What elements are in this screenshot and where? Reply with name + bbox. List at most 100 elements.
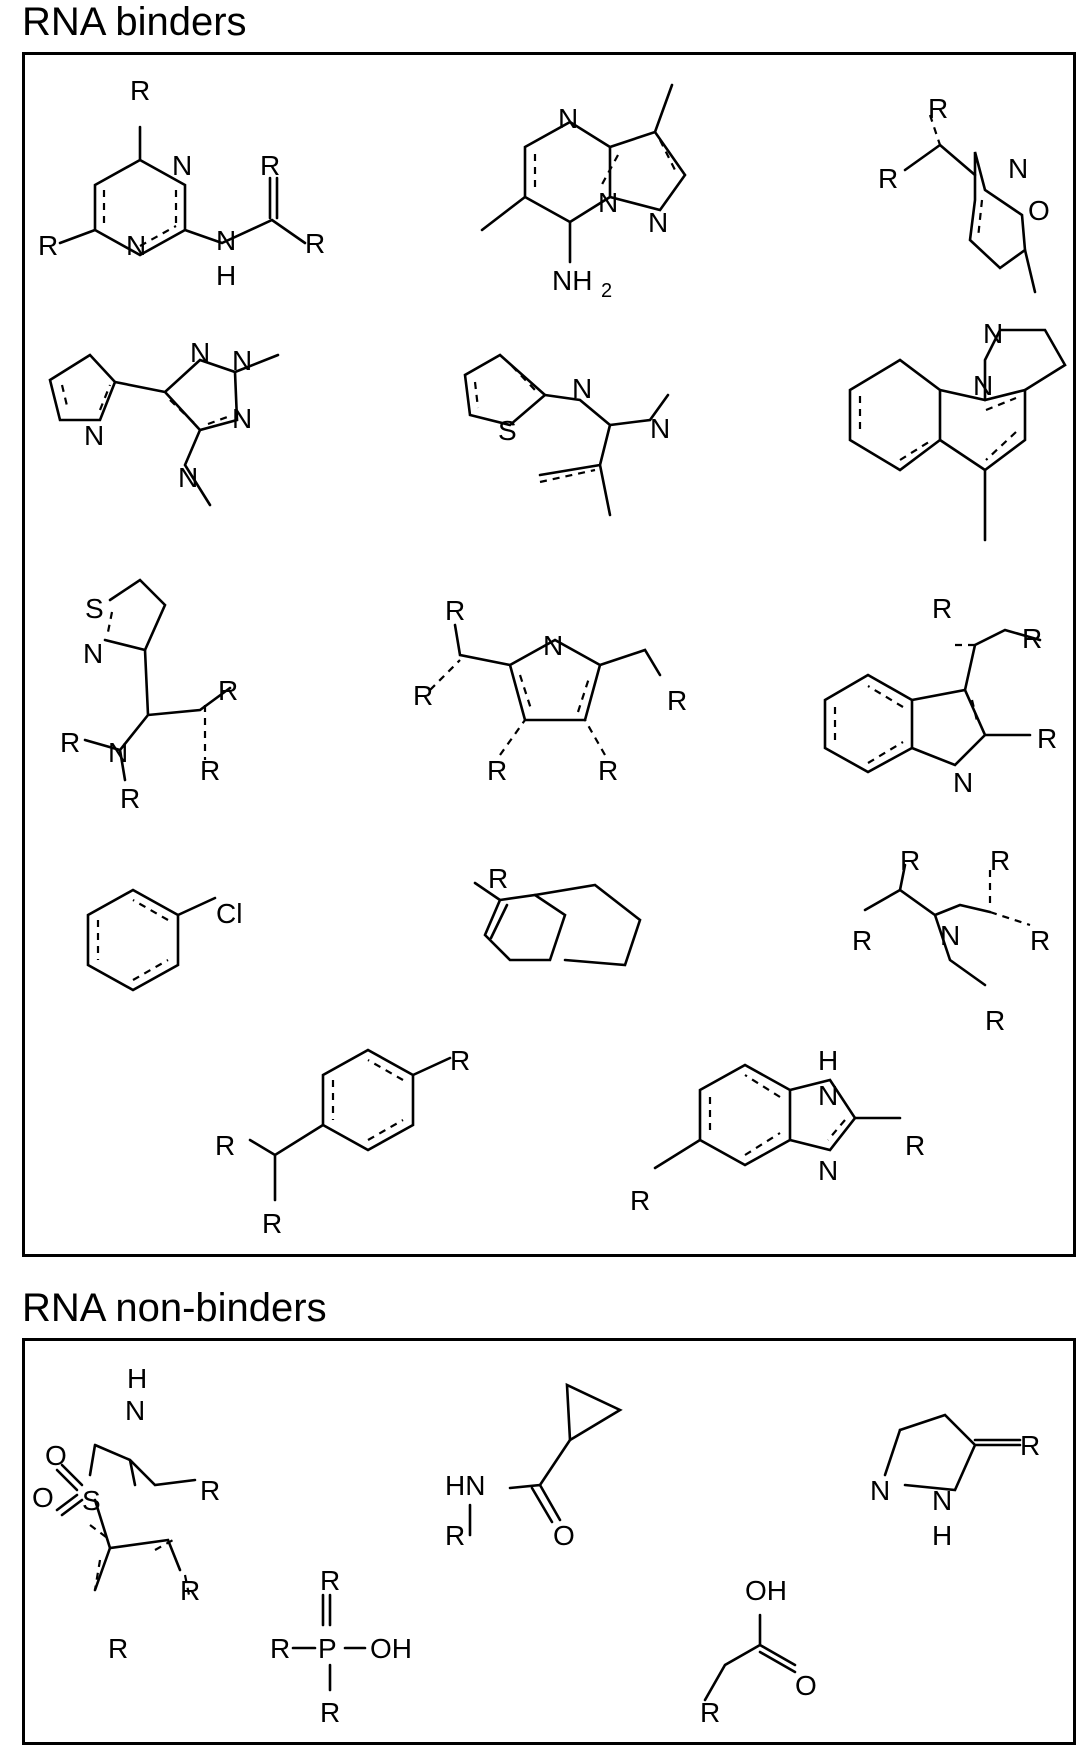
n-label: N (83, 638, 103, 669)
n-label: N (650, 413, 670, 444)
nonbinders-panel (22, 1338, 1076, 1745)
o-label: O (32, 1482, 54, 1513)
r-label: R (445, 595, 465, 626)
r-label: R (320, 1697, 340, 1728)
n-label: N (543, 630, 563, 661)
r-label: R (598, 755, 618, 786)
n-label: N (973, 370, 993, 401)
r-label: R (38, 230, 58, 261)
structure-benzylic: R R R (215, 1045, 470, 1239)
n-label: N (953, 767, 973, 798)
structure-benzimidazole: H N R N R (630, 1045, 925, 1216)
structure-cyclopropyl-amide: HN R O (445, 1382, 623, 1551)
n-label: N (190, 337, 210, 368)
r-label: R (990, 845, 1010, 876)
r-label: R (630, 1185, 650, 1216)
structure-pyrazolone: N N H R (870, 1413, 1040, 1551)
r-label: R (700, 1697, 720, 1728)
nh2-label: NH (552, 265, 592, 296)
r-label: R (200, 755, 220, 786)
r-label: R (932, 593, 952, 624)
r-label: R (852, 925, 872, 956)
n-label: N (125, 1395, 145, 1426)
r-label: R (200, 1475, 220, 1506)
s-label: S (498, 415, 517, 446)
n-label: N (126, 230, 146, 261)
structure-substituted-indole: R R R N (823, 593, 1057, 798)
structure-chlorobenzene: Cl (86, 888, 242, 992)
p-label: P (318, 1633, 337, 1664)
structure-isothiazole-amine: S N R N R R R (60, 578, 238, 814)
r-label: R (120, 783, 140, 814)
structure-bicyclic-alkene: R (473, 863, 642, 967)
cl-label: Cl (216, 898, 242, 929)
o-label: O (45, 1440, 67, 1471)
nonbinders-title: RNA non-binders (22, 1286, 327, 1330)
structure-pyrrolyl-triazole: N N N N N (48, 337, 280, 507)
r-label: R (413, 680, 433, 711)
structure-thiophene-amidine: S N N (463, 353, 670, 517)
structure-aminopyrimidine: R N N R N H R R (38, 75, 325, 291)
r-label: R (488, 863, 508, 894)
h-label: H (932, 1520, 952, 1551)
r-label: R (180, 1575, 200, 1606)
oh-label: OH (370, 1633, 412, 1664)
structure-pyrazolopyrimidine: N N N NH 2 (480, 83, 687, 302)
o-label: O (553, 1520, 575, 1551)
n-label: N (818, 1155, 838, 1186)
o-label: O (1028, 195, 1050, 226)
structure-carboxylic-acid: OH O R (700, 1575, 817, 1728)
structure-isoxazole: R R N O (878, 93, 1050, 294)
r-label: R (108, 1633, 128, 1664)
r-label: R (305, 228, 325, 259)
r-label: R (445, 1520, 465, 1551)
r-label: R (487, 755, 507, 786)
r-label: R (270, 1633, 290, 1664)
binders-panel (22, 52, 1076, 1257)
n-label: N (932, 1485, 952, 1516)
r-label: R (218, 675, 238, 706)
r-label: R (260, 150, 280, 181)
n-label: N (940, 920, 960, 951)
n-label: N (178, 462, 198, 493)
r-label: R (667, 685, 687, 716)
r-label: R (450, 1045, 470, 1076)
subscript-2: 2 (601, 280, 612, 302)
binders-title: RNA binders (22, 0, 247, 44)
structure-phosphinic-acid: R R P OH R (270, 1565, 412, 1728)
structure-pyrazoloquinoline: N N (848, 318, 1067, 542)
r-label: R (878, 163, 898, 194)
r-label: R (320, 1565, 340, 1596)
r-label: R (1030, 925, 1050, 956)
o-label: O (795, 1670, 817, 1701)
n-label: N (983, 318, 1003, 349)
n-label: N (1008, 153, 1028, 184)
h-label: H (216, 260, 236, 291)
n-label: N (84, 420, 104, 451)
r-label: R (1022, 623, 1042, 654)
r-label: R (1020, 1430, 1040, 1461)
r-label: R (905, 1130, 925, 1161)
h-label: H (818, 1045, 838, 1076)
r-label: R (1037, 723, 1057, 754)
n-label: N (558, 103, 578, 134)
r-label: R (900, 845, 920, 876)
n-label: N (172, 150, 192, 181)
n-label: N (598, 187, 618, 218)
r-label: R (60, 727, 80, 758)
n-label: N (232, 345, 252, 376)
n-label: N (232, 403, 252, 434)
n-label: N (108, 737, 128, 768)
n-label: N (216, 225, 236, 256)
n-label: N (648, 207, 668, 238)
n-label: N (818, 1080, 838, 1111)
r-label: R (985, 1005, 1005, 1036)
r-label: R (262, 1208, 282, 1239)
structure-bis-vinyl-amine: R R R N R R (852, 845, 1050, 1036)
h-label: H (127, 1363, 147, 1394)
r-label: R (928, 93, 948, 124)
hn-label: HN (445, 1470, 485, 1501)
structure-substituted-pyrrole: N R R R R R (413, 595, 687, 786)
r-label: R (215, 1130, 235, 1161)
